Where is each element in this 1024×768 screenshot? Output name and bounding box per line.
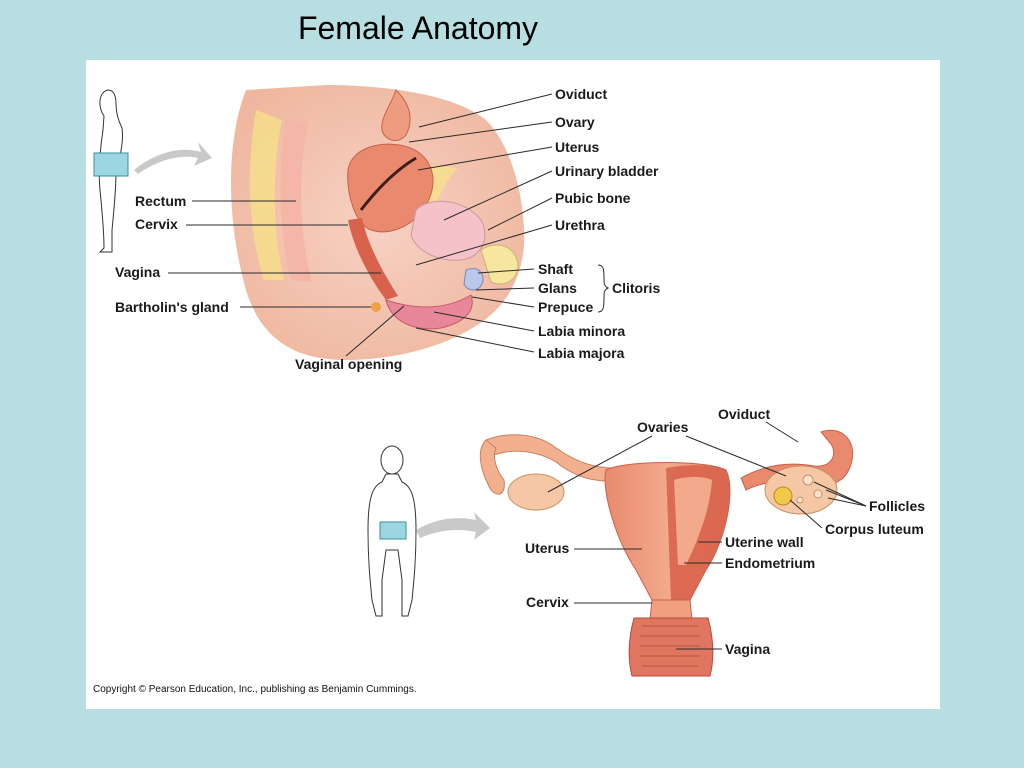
label-prepuce: Prepuce (538, 299, 593, 315)
label-cervix-frontal: Cervix (526, 594, 569, 610)
copyright-notice: Copyright © Pearson Education, Inc., pub… (93, 684, 417, 695)
label-labia-majora: Labia majora (538, 345, 625, 361)
label-labia-minora: Labia minora (538, 323, 625, 339)
sagittal-leader-lines-left (168, 200, 405, 357)
label-endometrium: Endometrium (725, 555, 815, 571)
sagittal-leader-lines (408, 93, 610, 353)
label-uterus-frontal: Uterus (525, 540, 570, 556)
frontal-view: Ovaries Oviduct Follicles Corpus luteum … (367, 406, 925, 677)
frontal-leader-lines (547, 421, 867, 650)
label-ovary: Ovary (555, 114, 595, 130)
sagittal-anatomy-illustration (231, 85, 525, 360)
front-body-silhouette (367, 445, 417, 617)
label-uterus: Uterus (555, 139, 600, 155)
label-cervix-sagittal: Cervix (135, 216, 178, 232)
label-glans: Glans (538, 280, 577, 296)
label-vagina-sagittal: Vagina (115, 264, 160, 280)
label-pubic-bone: Pubic bone (555, 190, 631, 206)
front-pointer-arrow (416, 512, 490, 540)
figure-panel: Oviduct Ovary Uterus Urinary bladder Pub… (86, 60, 940, 709)
label-bartholins-gland: Bartholin's gland (115, 299, 229, 315)
label-oviduct: Oviduct (555, 86, 607, 102)
label-urethra: Urethra (555, 217, 605, 233)
sagittal-view: Oviduct Ovary Uterus Urinary bladder Pub… (93, 85, 660, 372)
label-vaginal-opening: Vaginal opening (295, 356, 402, 372)
frontal-anatomy-illustration (479, 429, 854, 677)
label-rectum: Rectum (135, 193, 186, 209)
label-ovaries: Ovaries (637, 419, 689, 435)
label-urinary-bladder: Urinary bladder (555, 163, 659, 179)
side-pointer-arrow (134, 142, 212, 174)
side-region-marker (93, 152, 129, 177)
label-clitoris: Clitoris (612, 280, 660, 296)
label-follicles: Follicles (869, 498, 925, 514)
slide-title: Female Anatomy (297, 10, 539, 46)
front-region-marker (379, 521, 407, 540)
label-corpus-luteum: Corpus luteum (825, 521, 924, 537)
label-vagina-frontal: Vagina (725, 641, 770, 657)
label-oviduct-frontal: Oviduct (718, 406, 770, 422)
label-uterine-wall: Uterine wall (725, 534, 804, 550)
label-shaft: Shaft (538, 261, 573, 277)
